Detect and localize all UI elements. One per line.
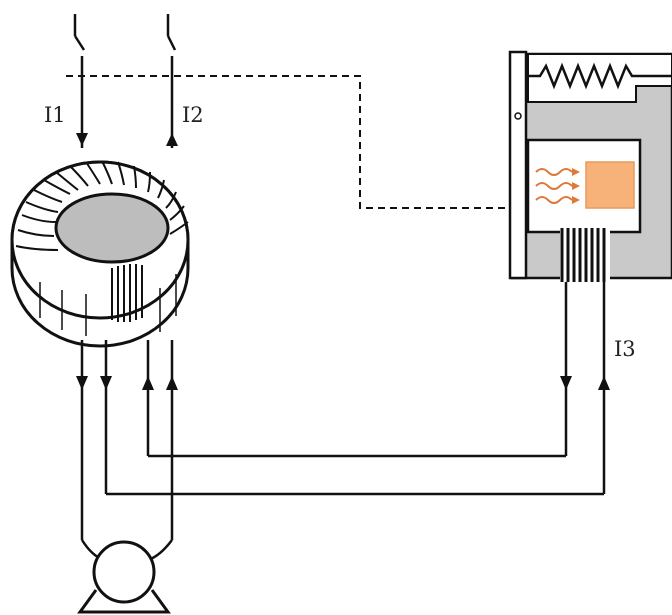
mechanical-linkage-dashed — [66, 75, 512, 209]
heating-element — [585, 161, 635, 209]
thermal-relay — [508, 50, 672, 282]
label-i3: I3 — [614, 337, 636, 361]
arrow-up-relay — [598, 376, 610, 390]
spring — [528, 62, 672, 90]
switch-contacts — [73, 14, 177, 148]
arrow-down-relay — [560, 376, 572, 390]
current-arrow-up-i2 — [166, 133, 178, 146]
arrow-up-right-1 — [142, 376, 154, 390]
arrow-up-right-2 — [166, 376, 178, 390]
label-i2: I2 — [182, 103, 204, 127]
motor — [77, 540, 171, 614]
relay-coil — [560, 228, 610, 282]
arrow-down-left-2 — [100, 376, 112, 390]
arrow-down-left-1 — [76, 376, 88, 390]
pivot-pin — [514, 112, 522, 120]
toroidal-core — [10, 160, 190, 348]
label-i1: I1 — [44, 103, 66, 127]
heat-waves — [535, 168, 573, 204]
current-arrow-down-i1 — [76, 133, 88, 146]
